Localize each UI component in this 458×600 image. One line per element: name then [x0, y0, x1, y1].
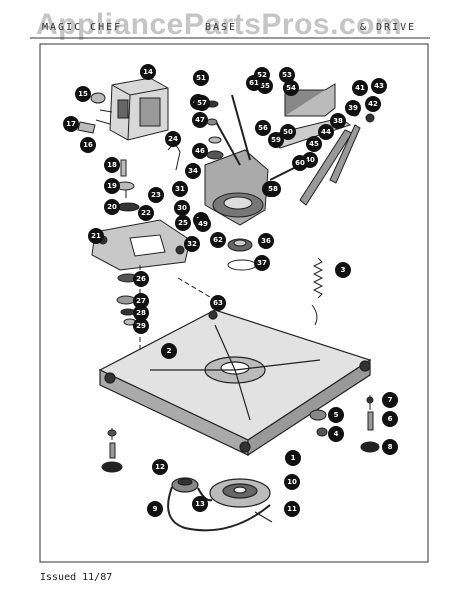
callout-14: 14 — [140, 64, 156, 80]
callout-5: 5 — [328, 407, 344, 423]
callout-25: 25 — [175, 215, 191, 231]
callout-44: 44 — [318, 124, 334, 140]
watermark: AppliancePartsPros.com — [36, 8, 403, 41]
callout-2: 2 — [161, 343, 177, 359]
header-brand: MAGIC CHEF — [42, 22, 123, 33]
callout-26: 26 — [133, 271, 149, 287]
callout-59: 59 — [268, 132, 284, 148]
callout-32: 32 — [184, 236, 200, 252]
callout-1: 1 — [285, 450, 301, 466]
callout-4: 4 — [328, 426, 344, 442]
callout-9: 9 — [147, 501, 163, 517]
callout-18: 18 — [104, 157, 120, 173]
callout-16: 16 — [80, 137, 96, 153]
callout-21: 21 — [88, 228, 104, 244]
callout-34: 34 — [185, 163, 201, 179]
callout-61: 61 — [246, 75, 262, 91]
callout-38: 38 — [330, 113, 346, 129]
callout-24: 24 — [165, 131, 181, 147]
callout-13: 13 — [192, 496, 208, 512]
callout-7-right: 7 — [382, 392, 398, 408]
header-title: BASE — [205, 22, 238, 33]
callout-31: 31 — [172, 181, 188, 197]
callout-3: 3 — [335, 262, 351, 278]
callout-45: 45 — [306, 136, 322, 152]
issue-date: Issued 11/87 — [40, 572, 113, 583]
callout-12: 12 — [152, 459, 168, 475]
callout-29: 29 — [133, 318, 149, 334]
callout-54: 54 — [283, 80, 299, 96]
right-leg-parts — [309, 395, 380, 453]
callout-30: 30 — [174, 200, 190, 216]
callout-43: 43 — [371, 78, 387, 94]
callout-51: 51 — [193, 70, 209, 86]
callout-41: 41 — [352, 80, 368, 96]
callout-56: 56 — [255, 120, 271, 136]
motor-mount-plate — [91, 219, 191, 271]
callout-58: 58 — [265, 181, 281, 197]
callout-10: 10 — [284, 474, 300, 490]
callout-15: 15 — [75, 86, 91, 102]
callout-37: 37 — [254, 255, 270, 271]
callout-46: 46 — [192, 143, 208, 159]
callout-36: 36 — [258, 233, 274, 249]
transmission-assembly — [204, 94, 269, 271]
header-section: & DRIVE — [360, 22, 417, 33]
callout-8-right: 8 — [382, 439, 398, 455]
left-small-parts — [77, 92, 181, 212]
callout-49: 49 — [195, 216, 211, 232]
callout-19: 19 — [104, 178, 120, 194]
callout-42: 42 — [365, 96, 381, 112]
callout-60: 60 — [292, 155, 308, 171]
frame-border — [39, 43, 429, 563]
left-leg-parts — [101, 428, 123, 473]
callout-6-right: 6 — [382, 411, 398, 427]
callout-17: 17 — [63, 116, 79, 132]
callout-63: 63 — [210, 295, 226, 311]
base-plate — [98, 309, 372, 457]
callout-57: 57 — [194, 95, 210, 111]
callout-11: 11 — [284, 501, 300, 517]
callout-62: 62 — [210, 232, 226, 248]
motor-illustration — [95, 77, 169, 141]
callout-47: 47 — [192, 112, 208, 128]
callout-39: 39 — [345, 100, 361, 116]
callout-28: 28 — [133, 305, 149, 321]
callout-23: 23 — [148, 187, 164, 203]
callout-50: 50 — [280, 124, 296, 140]
callout-53: 53 — [279, 67, 295, 83]
callout-20: 20 — [104, 199, 120, 215]
callout-22: 22 — [138, 205, 154, 221]
drive-pulleys — [167, 477, 273, 532]
spring — [311, 257, 324, 326]
